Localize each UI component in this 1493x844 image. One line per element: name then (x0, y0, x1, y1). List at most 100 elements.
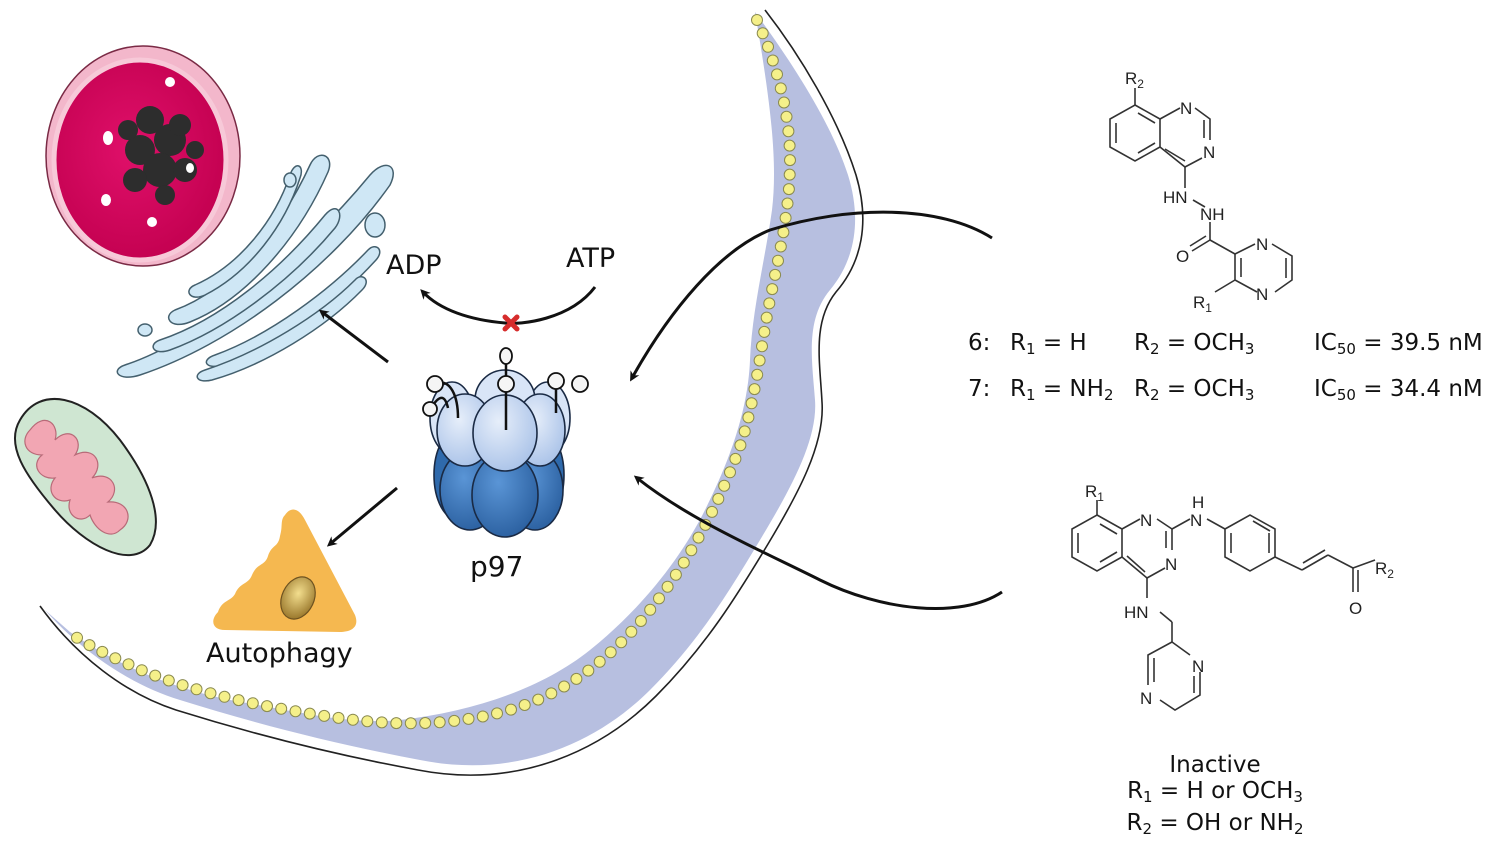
membrane-bead (615, 636, 628, 649)
p97-to-autophagy-arrow (326, 486, 398, 547)
membrane-bead (712, 492, 725, 505)
membrane-bead (644, 603, 657, 616)
autophagy-cell-icon (213, 509, 357, 632)
membrane-bead (758, 325, 771, 338)
membrane-bead (742, 411, 755, 424)
membrane-bead (275, 702, 288, 715)
membrane-bead (232, 694, 245, 707)
membrane-bead (593, 655, 606, 668)
svg-text:N: N (1140, 511, 1152, 530)
membrane-bead (745, 397, 758, 410)
svg-text:NH: NH (1200, 205, 1225, 224)
membrane-bead (738, 425, 751, 438)
svg-text:N: N (1180, 99, 1192, 118)
membrane-bead (332, 711, 345, 724)
r2-value: R2 = OCH3 (1134, 376, 1255, 404)
r1-value: R1 = NH2 (1010, 376, 1114, 404)
membrane-bead (558, 680, 571, 693)
membrane-bead (122, 658, 135, 671)
membrane-bead (706, 505, 718, 518)
membrane-bead (419, 717, 432, 729)
membrane-bead (176, 679, 189, 692)
membrane-bead (246, 697, 259, 710)
mitochondrion-icon (14, 397, 157, 556)
compound-id: 7: (968, 376, 991, 402)
ic50-value: IC50 = 34.4 nM (1314, 376, 1483, 404)
svg-text:N: N (1192, 657, 1204, 676)
membrane-bead (669, 568, 682, 581)
red-x-inhibition-icon (502, 314, 520, 332)
svg-text:O: O (1176, 247, 1189, 266)
membrane-bead (692, 531, 705, 544)
membrane-bead (303, 707, 316, 720)
adp-label: ADP (386, 250, 442, 281)
membrane-bead (448, 714, 461, 727)
membrane-bead (390, 717, 403, 730)
membrane-bead (532, 693, 545, 706)
membrane-bead (729, 452, 742, 465)
r2-value: R2 = OCH3 (1134, 330, 1255, 358)
membrane-bead (784, 154, 796, 167)
p97-label: p97 (470, 550, 524, 583)
cell-membrane-icon (39, 9, 864, 776)
membrane-bead (766, 54, 779, 67)
membrane-bead (462, 712, 475, 725)
membrane-bead (318, 709, 331, 722)
atp-to-adp-arrow (420, 286, 597, 325)
membrane-bead (218, 690, 231, 703)
membrane-bead (505, 703, 517, 716)
membrane-bead (545, 687, 558, 700)
membrane-bead (582, 664, 595, 677)
membrane-bead (162, 674, 175, 687)
p97-hexamer-icon (422, 347, 589, 538)
nucleus-icon (45, 45, 241, 267)
membrane-bead (149, 669, 162, 682)
svg-text:O: O (1349, 599, 1362, 618)
membrane-bead (604, 646, 617, 659)
svg-text:N: N (1256, 235, 1268, 254)
membrane-bead (753, 354, 766, 367)
membrane-bead (476, 710, 489, 723)
svg-text:HN: HN (1163, 188, 1188, 207)
p97-to-golgi-arrow (318, 309, 389, 364)
membrane-bead (570, 672, 583, 685)
inactive-r1-label: R1 (1085, 482, 1104, 504)
membrane-bead (778, 96, 790, 109)
membrane-bead (491, 707, 503, 720)
membrane-bead (204, 687, 217, 700)
membrane-bead (361, 715, 374, 728)
membrane-bead (763, 297, 776, 310)
membrane-bead (762, 40, 774, 53)
compound-id: 6: (968, 330, 991, 356)
membrane-bead (771, 68, 783, 81)
membrane-bead (724, 466, 736, 479)
membrane-outer-line (39, 9, 864, 776)
membrane-bead (779, 211, 792, 224)
membrane-bead (769, 268, 782, 281)
membrane-bead (404, 717, 417, 730)
membrane-bead (685, 544, 698, 557)
golgi-apparatus-icon (116, 154, 394, 382)
membrane-bead (109, 652, 122, 665)
membrane-bead (375, 716, 388, 729)
membrane-bead (781, 197, 794, 210)
svg-text:N: N (1190, 511, 1202, 530)
membrane-bead (677, 556, 690, 569)
membrane-bead (661, 580, 674, 593)
membrane-bead (760, 311, 773, 324)
membrane-bead (751, 14, 763, 26)
membrane-bead (782, 125, 795, 138)
membrane-bead (756, 27, 769, 40)
membrane-bead (756, 340, 768, 353)
membrane-bead (135, 664, 148, 677)
membrane-bead (782, 183, 795, 196)
membrane-bead (625, 625, 638, 638)
ic50-value: IC50 = 39.5 nM (1314, 330, 1483, 358)
inactive-compound-to-p97-arrow (633, 475, 1003, 611)
svg-text:N: N (1256, 285, 1268, 304)
membrane-bead (774, 240, 787, 253)
inactive-title: Inactive (1169, 752, 1261, 778)
membrane-bead (518, 699, 531, 711)
membrane-bead (734, 439, 747, 452)
